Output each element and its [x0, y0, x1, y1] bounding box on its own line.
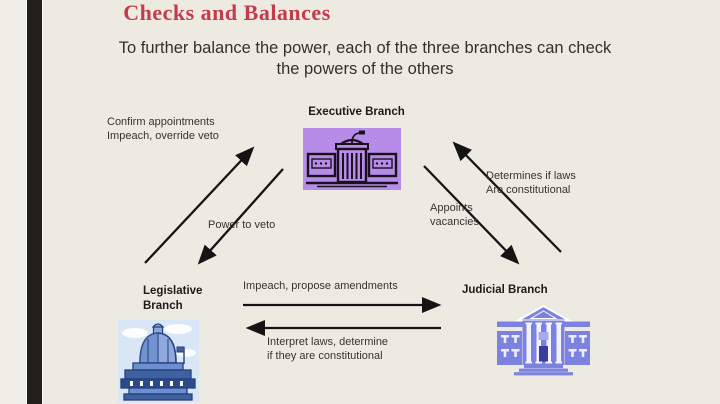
subtitle-line-1: To further balance the power, each of th… — [118, 39, 612, 57]
edge-label-line: Appoints — [430, 202, 473, 214]
edge-label-impeach-propose: Impeach, propose amendments — [243, 280, 398, 292]
dark-side-bar — [26, 0, 43, 404]
legislative-capitol-icon — [118, 320, 199, 402]
executive-whitehouse-icon — [303, 128, 401, 190]
slide-title: Checks and Balances — [123, 0, 331, 25]
edge-label-line: Confirm appointments — [107, 116, 215, 128]
subtitle-line-2: the powers of the others — [276, 60, 454, 78]
edge-label-power-to-veto: Power to veto — [208, 219, 276, 231]
edge-label-appoints-vacancies: Appoints vacancies — [430, 202, 479, 229]
arrow-judicial-to-executive — [452, 141, 562, 253]
arrow-legislative-to-executive — [144, 146, 255, 264]
edge-label-line: Impeach, override veto — [107, 129, 219, 142]
node-label-line: Branch — [143, 300, 183, 312]
judicial-courthouse-icon — [497, 304, 590, 376]
edge-label-confirm-impeach: Confirm appointments Impeach, override v… — [107, 116, 219, 143]
arrow-executive-to-legislative — [197, 168, 284, 265]
slide-subtitle: To further balance the power, each of th… — [50, 38, 680, 80]
edge-label-line: Are constitutional — [486, 183, 571, 196]
left-margin-strip — [0, 0, 26, 404]
node-label-legislative-branch: Legislative Branch — [143, 284, 202, 314]
edge-label-line: if they are constitutional — [267, 349, 383, 362]
edge-label-interpret-laws: Interpret laws, determine if they are co… — [267, 336, 388, 363]
edge-label-line: Interpret laws, determine — [267, 336, 389, 348]
node-label-executive-branch: Executive Branch — [308, 106, 405, 118]
edge-label-line: Determines if laws — [486, 170, 576, 182]
node-label-judicial-branch: Judicial Branch — [462, 284, 548, 296]
edge-label-line: vacancies — [430, 215, 479, 228]
node-label-line: Legislative — [143, 285, 203, 297]
edge-label-determines-laws: Determines if laws Are constitutional — [486, 170, 576, 197]
